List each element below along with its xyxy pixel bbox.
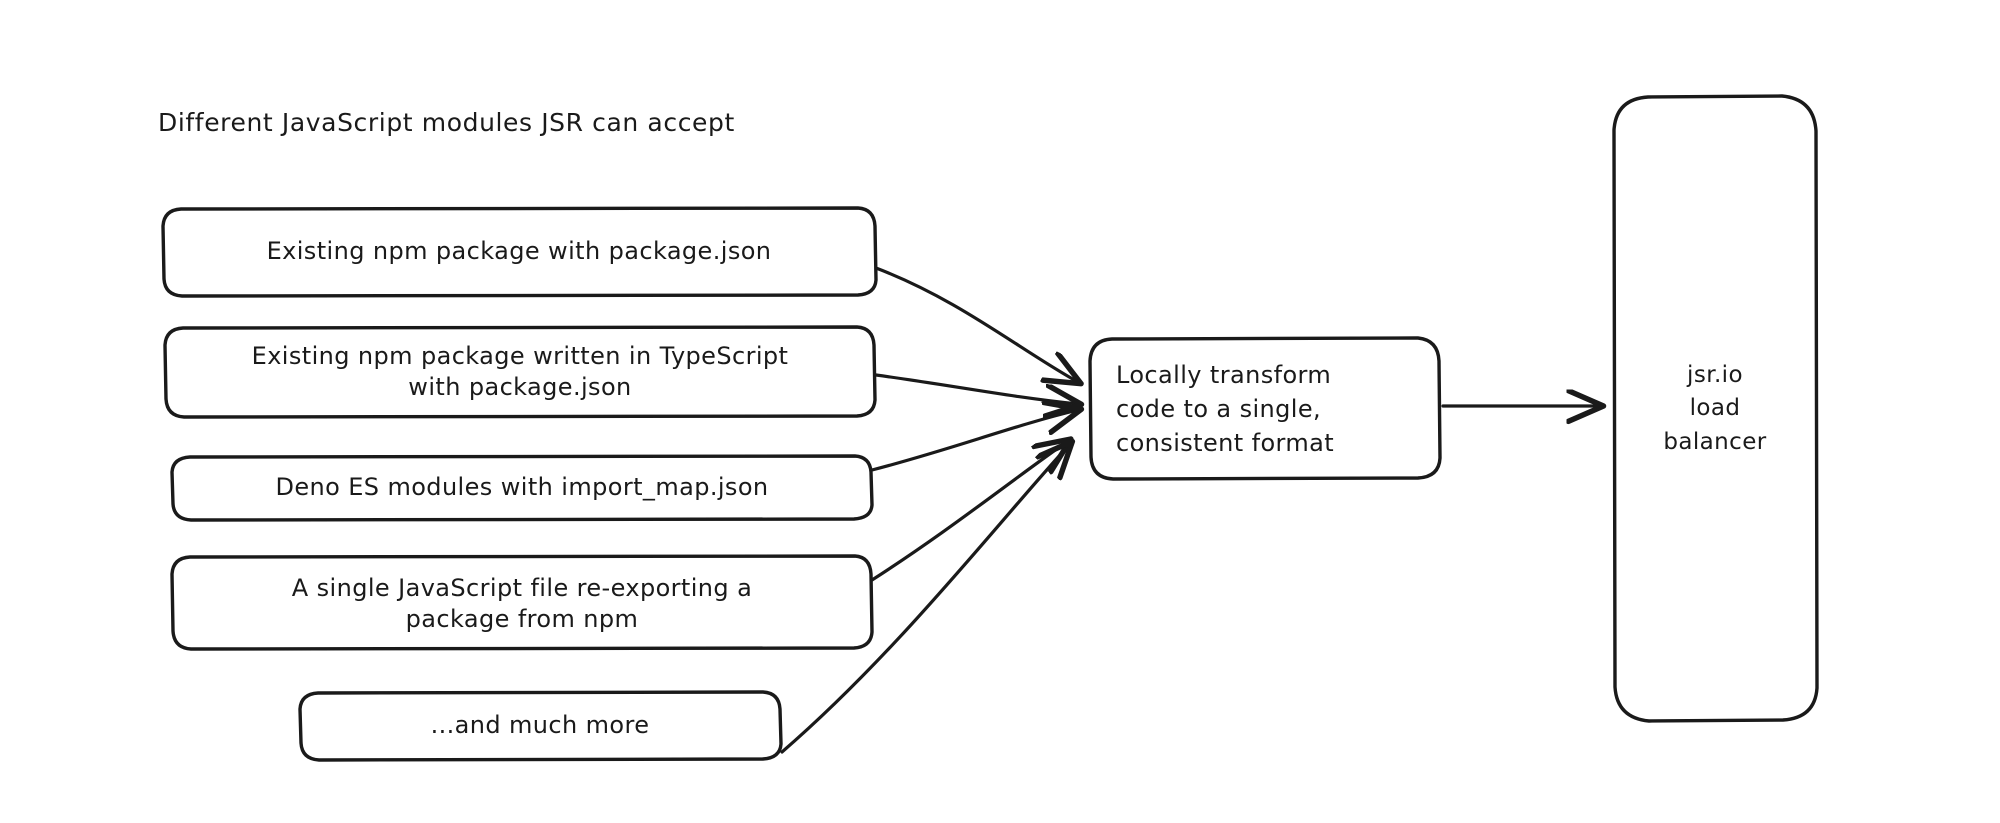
node-npm-typescript-label: Existing npm package written in TypeScri…: [251, 341, 789, 401]
node-npm-package-label: Existing npm package with package.json: [266, 237, 772, 266]
edge-npm-typescript-to-transform: [874, 373, 1078, 404]
node-npm-package[interactable]: Existing npm package with package.json: [163, 208, 875, 296]
edge-single-js-file-to-transform: [870, 441, 1068, 582]
node-deno-es-modules-label: Deno ES modules with import_map.json: [275, 473, 769, 502]
node-load-balancer-label: jsr.io load balancer: [1663, 361, 1767, 455]
node-transform-label: Locally transform code to a single, cons…: [1116, 360, 1335, 458]
node-transform[interactable]: Locally transform code to a single, cons…: [1090, 338, 1440, 480]
node-load-balancer[interactable]: jsr.io load balancer: [1613, 96, 1817, 722]
node-npm-typescript[interactable]: Existing npm package written in TypeScri…: [165, 327, 875, 417]
node-and-much-more-label: ...and much more: [430, 711, 650, 740]
edge-npm-package-to-transform: [874, 266, 1078, 382]
node-single-js-file[interactable]: A single JavaScript file re-exporting a …: [172, 556, 872, 652]
diagram-title: Different JavaScript modules JSR can acc…: [158, 108, 735, 137]
edge-deno-es-modules-to-transform: [870, 410, 1078, 472]
node-and-much-more[interactable]: ...and much more: [300, 692, 780, 760]
node-deno-es-modules[interactable]: Deno ES modules with import_map.json: [172, 456, 872, 520]
node-single-js-file-label: A single JavaScript file re-exporting a …: [291, 573, 753, 633]
